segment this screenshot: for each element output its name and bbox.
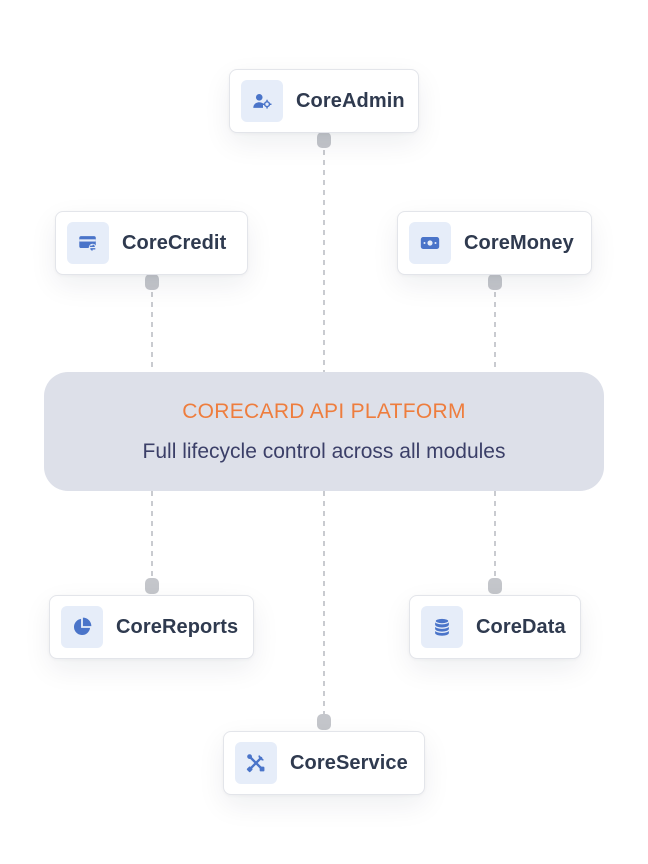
module-core-data[interactable]: CoreData: [409, 595, 581, 659]
pie-chart-icon: [61, 606, 103, 648]
module-label: CoreCredit: [122, 231, 227, 254]
connector-cap-reports: [145, 578, 159, 594]
database-icon: [421, 606, 463, 648]
platform-card: CORECARD API PLATFORM Full lifecycle con…: [44, 372, 604, 491]
module-core-service[interactable]: CoreService: [223, 731, 425, 795]
connector-cap-service: [317, 714, 331, 730]
module-label: CoreAdmin: [296, 89, 405, 112]
module-core-credit[interactable]: CoreCredit: [55, 211, 248, 275]
module-label: CoreData: [476, 615, 566, 638]
module-core-admin[interactable]: CoreAdmin: [229, 69, 419, 133]
platform-title: CORECARD API PLATFORM: [182, 399, 466, 423]
module-label: CoreReports: [116, 615, 239, 638]
platform-subtitle: Full lifecycle control across all module…: [142, 439, 506, 463]
tools-icon: [235, 742, 277, 784]
connector-cap-money: [488, 274, 502, 290]
connector-cap-data: [488, 578, 502, 594]
module-label: CoreMoney: [464, 231, 574, 254]
connector-cap-admin: [317, 132, 331, 148]
module-label: CoreService: [290, 751, 408, 774]
banknote-icon: [409, 222, 451, 264]
connector-cap-credit: [145, 274, 159, 290]
credit-card-icon: [67, 222, 109, 264]
module-core-money[interactable]: CoreMoney: [397, 211, 592, 275]
user-gear-icon: [241, 80, 283, 122]
module-core-reports[interactable]: CoreReports: [49, 595, 254, 659]
